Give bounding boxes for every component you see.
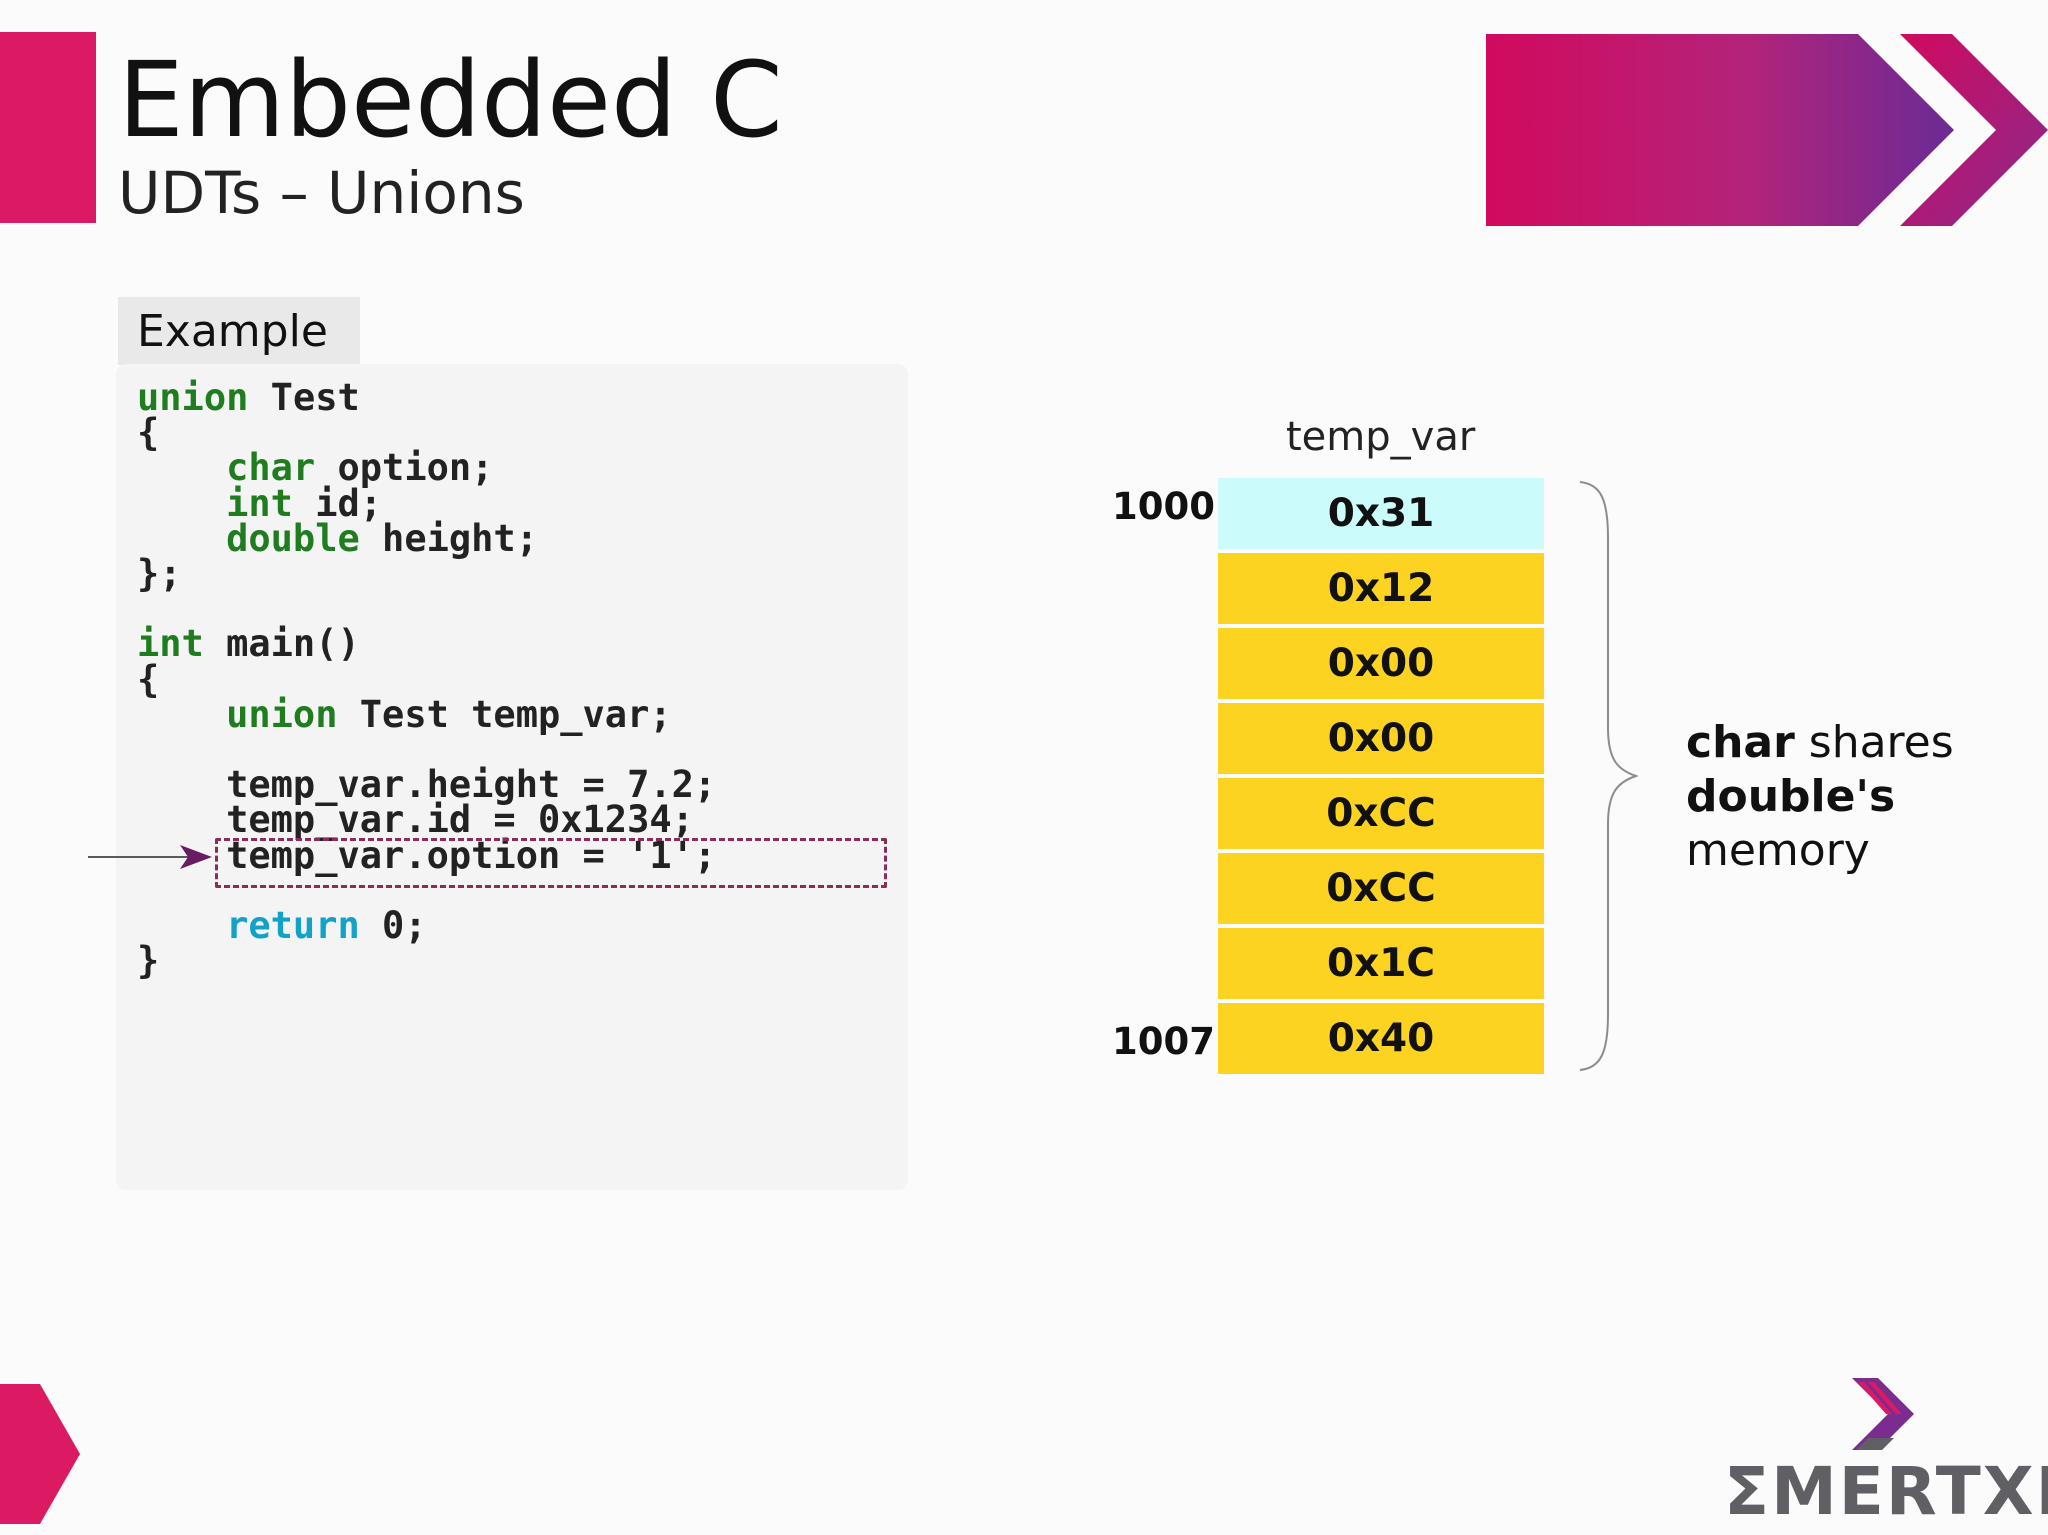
emertxe-logo-icon [1852, 1378, 1914, 1450]
memory-byte: 0x1C [1218, 928, 1544, 1003]
note-bold-char: char [1686, 717, 1795, 768]
code-text: 0; [359, 904, 427, 947]
end-address: 1007 [1112, 1020, 1215, 1063]
code-text: height; [359, 516, 538, 560]
left-accent-bar [0, 32, 96, 223]
code-keyword: char [226, 446, 316, 490]
code-text: temp_var.option = '1'; [137, 833, 717, 877]
code-text: }; [137, 552, 182, 595]
code-line: char option; [137, 445, 493, 491]
chevron-banner [1486, 34, 2048, 226]
code-text: id; [292, 481, 383, 525]
code-line: } [137, 938, 159, 984]
code-line: int main() [137, 621, 360, 667]
curly-brace-icon [1579, 481, 1638, 1071]
code-text: } [137, 939, 160, 983]
code-panel [116, 364, 908, 1190]
code-line: return 0; [137, 903, 427, 949]
emertxe-logo-text: ƩMERTXE [1724, 1453, 2048, 1530]
code-line: { [137, 657, 159, 703]
code-line: }; [137, 551, 182, 597]
memory-byte: 0xCC [1218, 778, 1544, 853]
highlighted-line-box [215, 837, 887, 888]
code-line: { [137, 410, 159, 456]
note-text-memory: memory [1686, 825, 1870, 876]
code-line: temp_var.id = 0x1234; [137, 797, 694, 843]
memory-note: char shares double's memory [1686, 716, 1954, 878]
code-text: option; [315, 446, 494, 490]
memory-byte: 0x40 [1218, 1003, 1544, 1078]
slide-subtitle: UDTs – Unions [118, 159, 525, 227]
code-keyword: int [226, 481, 293, 525]
code-keyword: int [137, 622, 204, 666]
code-text: { [137, 411, 160, 455]
code-line: union Test [137, 375, 360, 421]
code-line: int id; [137, 481, 382, 527]
memory-byte: 0xCC [1218, 853, 1544, 928]
code-line: union Test temp_var; [137, 692, 672, 738]
code-keyword: union [137, 376, 249, 419]
memory-byte: 0x00 [1218, 628, 1544, 703]
slide-title: Embedded C [118, 39, 783, 161]
corner-chevron-tab [0, 1384, 80, 1524]
start-address: 1000 [1112, 485, 1215, 528]
code-keyword: double [226, 516, 360, 560]
code-text: temp_var.id = 0x1234; [137, 798, 694, 842]
code-text: Test [248, 376, 360, 419]
memory-byte: 0x00 [1218, 703, 1544, 778]
code-text: main() [203, 622, 360, 666]
code-line: temp_var.option = '1'; [137, 833, 716, 879]
code-line: double height; [137, 516, 538, 562]
code-keyword: union [226, 692, 338, 736]
code-text [137, 693, 226, 736]
code-line: temp_var.height = 7.2; [137, 762, 716, 808]
note-text: shares [1794, 717, 1954, 768]
note-bold-double: double's [1686, 771, 1896, 822]
memory-stack: 0x31 0x12 0x00 0x00 0xCC 0xCC 0x1C 0x40 [1218, 478, 1544, 1078]
example-tab [118, 297, 360, 365]
example-label: Example [137, 306, 328, 357]
code-text: temp_var.height = 7.2; [137, 763, 717, 807]
memory-byte: 0x12 [1218, 553, 1544, 628]
code-text: Test temp_var; [337, 692, 672, 736]
code-keyword: return [226, 904, 360, 947]
memory-byte: 0x31 [1218, 478, 1544, 553]
arrow-right-icon [88, 844, 212, 869]
code-text: { [137, 657, 160, 701]
memory-variable-name: temp_var [1286, 414, 1476, 460]
